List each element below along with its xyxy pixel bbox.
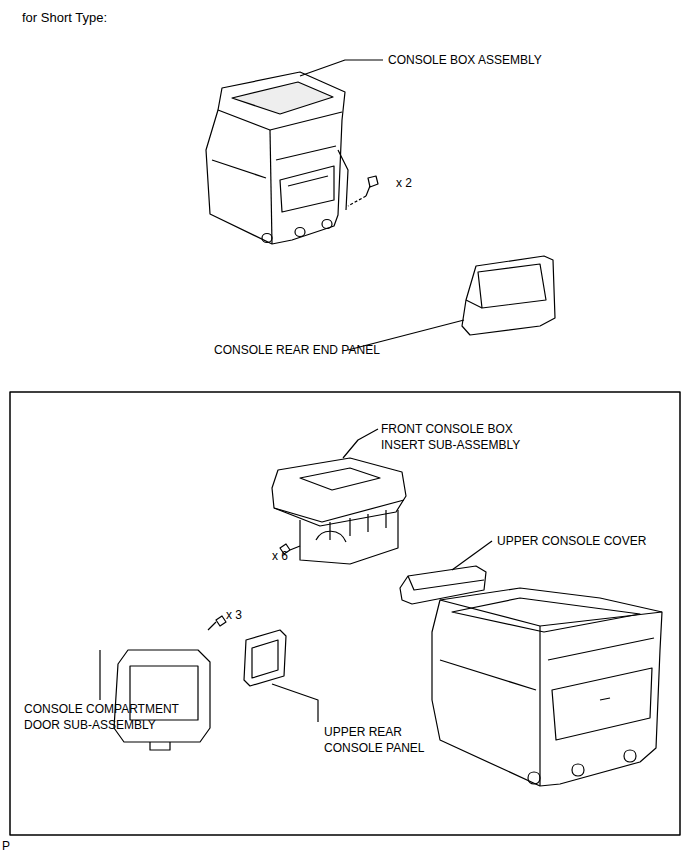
- part-name: FRONT CONSOLE BOX INSERT SUB-ASSEMBLY: [381, 421, 531, 453]
- leader-line: [99, 650, 100, 700]
- leader-line: [452, 541, 492, 570]
- part-name: CONSOLE REAR END PANEL: [214, 342, 380, 358]
- console-box-body: [432, 588, 662, 786]
- quantity-mark: x 3: [226, 607, 242, 623]
- group-frame: [10, 392, 680, 835]
- figure-code: P: [2, 838, 10, 854]
- leader-line: [343, 429, 378, 458]
- page-heading: for Short Type:: [22, 10, 107, 26]
- part-name: CONSOLE COMPARTMENT DOOR SUB-ASSEMBLY: [24, 701, 214, 733]
- front-console-box-insert: [272, 458, 406, 564]
- leader-line: [272, 684, 318, 722]
- console-box-assembly: [206, 72, 348, 244]
- quantity-mark: x 2: [396, 175, 412, 191]
- console-compartment-door: [114, 650, 210, 750]
- quantity-mark: x 6: [272, 548, 288, 564]
- leader-line: [300, 60, 383, 76]
- part-name: CONSOLE BOX ASSEMBLY: [388, 52, 542, 68]
- dashed-line: [348, 196, 366, 206]
- bolt: [366, 176, 378, 196]
- part-name: UPPER CONSOLE COVER: [497, 533, 646, 549]
- console-rear-end-panel: [462, 256, 555, 335]
- part-name: UPPER REAR CONSOLE PANEL: [324, 724, 434, 756]
- upper-rear-console-panel: [244, 630, 286, 686]
- screw: [208, 616, 226, 630]
